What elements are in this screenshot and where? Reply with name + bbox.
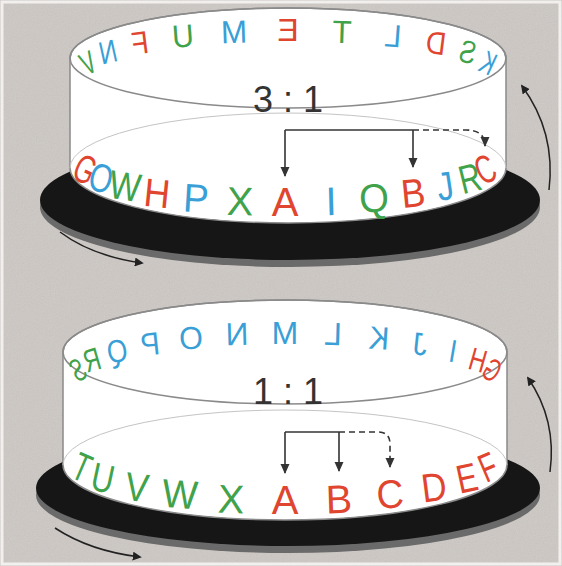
back-ring-letter: T (332, 15, 352, 48)
front-ring-letter: I (324, 181, 336, 221)
front-ring-letter: H (142, 172, 172, 214)
top-disk (40, 8, 550, 267)
back-ring-letter: P (139, 327, 161, 361)
front-ring-letter: Q (358, 177, 390, 219)
rotation-arrow (55, 528, 140, 557)
front-ring-letter: V (122, 465, 150, 508)
front-ring-letter: A (272, 480, 299, 520)
front-ring-letter: C (375, 473, 405, 515)
step-bracket (285, 431, 339, 433)
step-bracket (285, 129, 413, 131)
front-ring-letter: A (272, 182, 299, 222)
back-ring-letter: E (277, 14, 298, 46)
front-ring-letter: W (106, 164, 143, 208)
back-ring-letter: L (324, 318, 343, 351)
step-arrow (284, 432, 286, 473)
front-ring-letter: W (161, 473, 199, 515)
step-arrow (338, 432, 340, 471)
front-ring-letter: D (419, 465, 449, 508)
back-ring-letter: O (178, 321, 204, 354)
front-ring-letter: X (217, 478, 245, 519)
rotation-arrow (60, 232, 142, 263)
ring-band (70, 8, 506, 223)
rotation-arrow (522, 86, 550, 190)
ring-inner-base (70, 113, 506, 168)
bottom-disk (36, 300, 551, 557)
step-arrow (412, 130, 414, 167)
back-ring-letter: M (220, 15, 247, 48)
front-ring-letter: B (326, 478, 354, 519)
front-ring-letter: B (399, 172, 427, 214)
back-ring-letter: L (384, 19, 403, 52)
back-ring-letter: K (368, 321, 390, 354)
back-ring-letter: U (171, 19, 195, 52)
step-arrow (284, 130, 286, 176)
ratio-label: 1 : 1 (253, 374, 323, 410)
front-ring-letter: P (182, 177, 210, 218)
back-ring-letter: D (424, 26, 448, 60)
ring-band (63, 300, 507, 520)
back-ring-letter: M (272, 317, 299, 349)
rotation-arrow (528, 378, 551, 472)
next-step-arrow (339, 432, 390, 467)
next-step-arrow (413, 130, 485, 146)
ratio-label: 3 : 1 (253, 82, 323, 118)
back-ring-letter: N (225, 318, 249, 351)
front-ring-letter: X (226, 181, 254, 222)
